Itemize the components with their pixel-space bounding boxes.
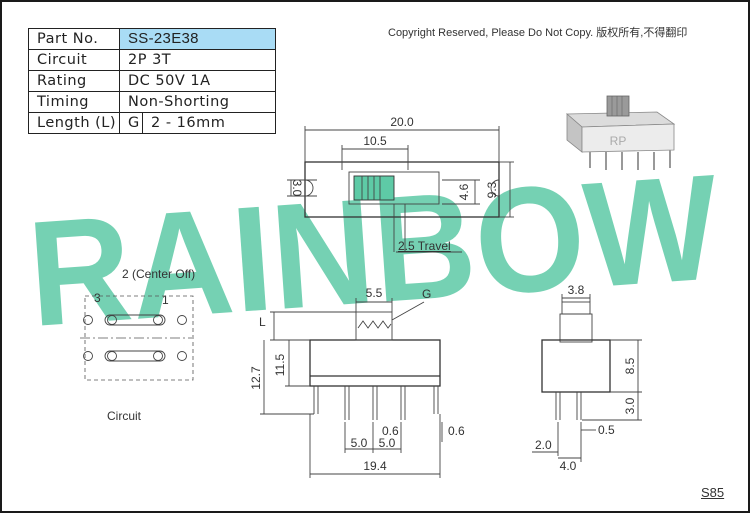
product-logo: RP	[610, 134, 627, 148]
dim-g-label: G	[422, 287, 431, 301]
top-view: 20.0 10.5 3.0 4.6 9.3 2.5 Travel	[287, 115, 514, 253]
mount-hole-right	[490, 179, 500, 197]
sku-code: S85	[701, 485, 725, 500]
dim-side-height: 8.5	[623, 357, 637, 374]
dim-side-bottom: 4.0	[560, 459, 577, 473]
spec-row-rating: Rating DC 50V 1A	[28, 70, 276, 92]
dim-top-inner: 10.5	[363, 134, 387, 148]
dim-top-left: 3.0	[290, 180, 304, 197]
spec-value: 2 - 16mm	[142, 112, 276, 134]
watermark: RAINBOW	[23, 142, 723, 358]
spec-label: Length (L)	[28, 112, 120, 134]
dim-side-pin-thick: 0.5	[598, 423, 615, 437]
dim-l-label: L	[259, 315, 266, 329]
dim-total-width: 19.4	[363, 459, 387, 473]
spec-label: Circuit	[28, 49, 120, 71]
dim-knob-width: 5.5	[366, 286, 383, 300]
dim-top-right-a: 4.6	[457, 183, 471, 200]
side-view-body	[541, 339, 611, 393]
part-number: SS-23E38	[119, 28, 276, 50]
spec-value: DC 50V 1A	[119, 70, 276, 92]
dim-height-total: 12.7	[249, 366, 263, 390]
circuit-label: Circuit	[107, 409, 142, 423]
circuit-pin-left: 3	[94, 291, 101, 305]
spec-row-part: Part No. SS-23E38	[28, 28, 276, 50]
dim-pin-thick: 0.6	[382, 424, 399, 438]
spec-value-prefix: G	[119, 112, 143, 134]
product-render: RP	[565, 95, 676, 170]
dim-top-width: 20.0	[390, 115, 414, 129]
top-view-body	[304, 161, 500, 218]
travel-label: 2.5 Travel	[398, 239, 451, 253]
circuit-pin-right: 1	[162, 293, 169, 307]
spec-label: Part No.	[28, 28, 120, 50]
spec-value: Non-Shorting	[119, 91, 276, 113]
dim-pitch-a: 5.0	[351, 436, 368, 450]
front-view: 5.5 G L 12.7 11.5 0.6 0.6 5.0 5.0 19.4	[249, 286, 465, 478]
spec-table: Part No. SS-23E38 Circuit 2P 3T Rating D…	[28, 28, 276, 134]
dim-pin-thick-right: 0.6	[448, 424, 465, 438]
dim-top-right-b: 9.3	[485, 181, 499, 198]
mount-hole-left	[304, 179, 314, 197]
dim-height-body: 11.5	[273, 353, 287, 376]
copyright-notice: Copyright Reserved, Please Do Not Copy. …	[388, 27, 688, 39]
dim-pin-length: 3.0	[623, 397, 637, 414]
dim-side-knob: 3.8	[568, 283, 585, 297]
circuit-diagram: 2 (Center Off) 3 1 Circuit	[80, 267, 195, 423]
spec-row-length: Length (L) G 2 - 16mm	[28, 112, 276, 134]
side-view: 3.8 8.5 3.0 2.0 0.5 4.0	[532, 283, 642, 473]
circuit-title: 2 (Center Off)	[122, 267, 195, 281]
dim-side-left: 2.0	[535, 438, 552, 452]
front-view-knob	[355, 311, 393, 341]
dim-pitch-b: 5.0	[379, 436, 396, 450]
front-view-body	[309, 339, 441, 387]
side-view-knob	[559, 313, 593, 343]
